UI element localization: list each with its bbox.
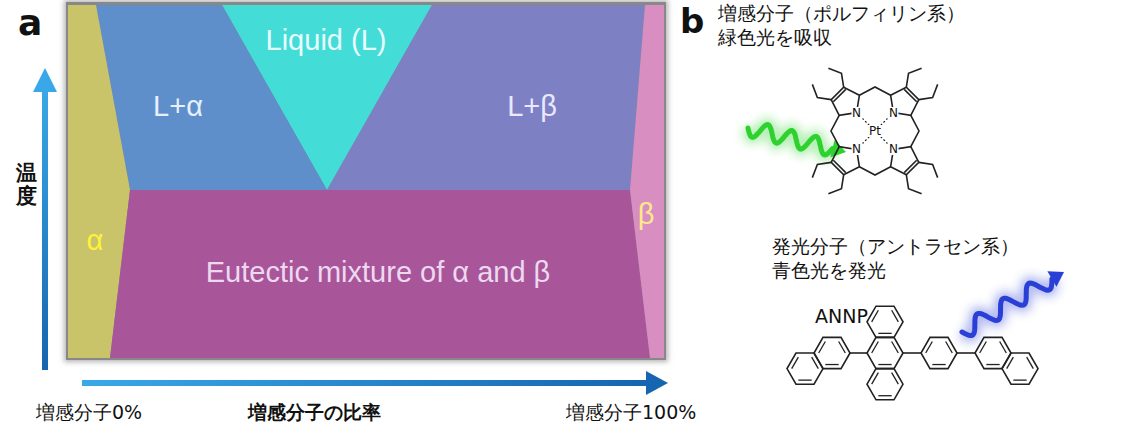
region-label: α [87, 224, 104, 257]
molecule-caption: 増感分子（ポルフィリン系） [718, 3, 965, 25]
region-shape [327, 5, 645, 190]
molecule-name: ANNP [815, 306, 868, 328]
region-shape [96, 5, 327, 190]
panel-letter: a [18, 2, 42, 43]
molecule-structures [787, 68, 1038, 399]
l-beta-region: L+β [327, 5, 645, 190]
axis-end-label: 増感分子0% [36, 402, 142, 424]
eutectic-region: Eutectic mixture of α and β [110, 190, 650, 358]
atom-label: N [888, 107, 899, 119]
axis-title: 温度 [16, 162, 37, 208]
panel-letter: b [680, 2, 704, 41]
region-label: L+α [153, 90, 203, 123]
molecule-caption: 発光分子（アントラセン系） [772, 236, 1019, 258]
atom-label: N [851, 143, 862, 155]
atom-label: N [888, 143, 899, 155]
region-label: Liquid (L) [266, 24, 387, 57]
temperature-axis [33, 68, 57, 370]
l-alpha-region: L+α [96, 5, 327, 190]
atom-label: Pt [868, 125, 882, 137]
region-label: L+β [507, 90, 557, 123]
region-label: Eutectic mixture of α and β [206, 256, 551, 289]
axis-end-label: 増感分子100% [566, 402, 696, 424]
atom-label: N [851, 107, 862, 119]
molecule-caption: 青色光を発光 [772, 260, 886, 282]
molecule-caption: 緑色光を吸収 [718, 27, 832, 49]
ratio-axis [82, 371, 668, 395]
light-waves [748, 125, 1064, 336]
beta-region: β [630, 5, 664, 358]
axis-title: 増感分子の比率 [248, 402, 381, 424]
region-label: β [638, 198, 655, 231]
region-shape [630, 5, 664, 358]
